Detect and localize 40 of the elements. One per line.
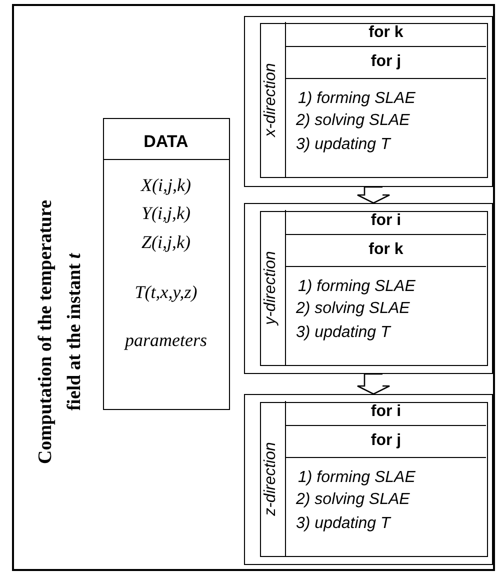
direction-panel — [260, 210, 488, 366]
step-text: 3) updating T — [296, 136, 390, 154]
block-arrow — [356, 186, 390, 204]
step-text: 2) solving SLAE — [296, 491, 410, 509]
outer-frame — [12, 4, 495, 571]
direction-block — [244, 394, 493, 565]
step-text: 2) solving SLAE — [296, 112, 410, 130]
step-text: 3) updating T — [296, 515, 390, 533]
loop-row — [285, 46, 486, 79]
direction-label: y-direction — [261, 250, 280, 328]
data-item: Y(i,j,k) — [140, 203, 192, 224]
loop-row — [285, 425, 486, 458]
block-arrow — [356, 373, 390, 395]
direction-label: x-direction — [261, 62, 280, 140]
loop-label: for i — [370, 402, 402, 420]
direction-label: z-direction — [261, 440, 280, 518]
step-text: 1) forming SLAE — [298, 469, 416, 487]
box-heading: DATA — [142, 132, 190, 152]
steps-cell — [285, 266, 486, 365]
loop-row — [285, 234, 486, 267]
data-item: T(t,x,y,z) — [134, 282, 198, 303]
direction-block — [244, 16, 493, 187]
loop-label: for j — [370, 52, 402, 70]
direction-panel — [260, 402, 488, 556]
data-box — [103, 118, 230, 410]
data-item: Z(i,j,k) — [140, 232, 192, 253]
data-item: parameters — [123, 330, 208, 351]
step-text: 1) forming SLAE — [298, 278, 416, 296]
steps-cell — [285, 457, 486, 556]
loop-label: for k — [368, 240, 404, 258]
loop-label: for j — [370, 432, 402, 450]
step-text: 3) updating T — [296, 324, 390, 342]
data-item: X(i,j,k) — [140, 175, 192, 196]
loop-label: for k — [368, 24, 404, 42]
steps-cell — [285, 78, 486, 177]
direction-panel — [260, 22, 488, 178]
direction-block — [244, 203, 493, 374]
step-text: 1) forming SLAE — [298, 90, 416, 108]
loop-label: for i — [370, 212, 402, 230]
step-text: 2) solving SLAE — [296, 300, 410, 318]
